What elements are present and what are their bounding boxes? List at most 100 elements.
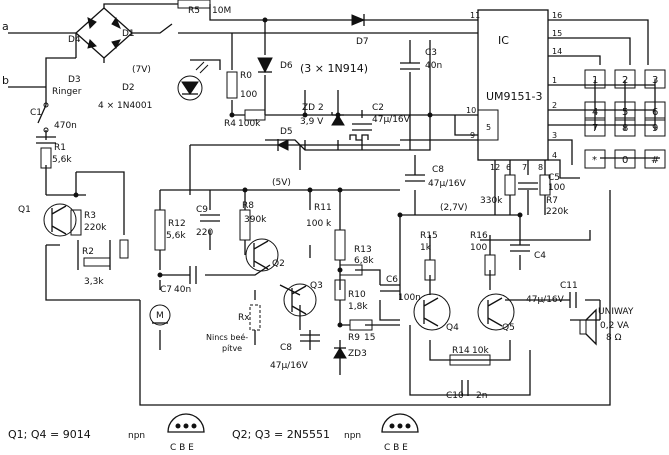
rx-label: Rx: [238, 313, 250, 323]
r13-label: R13: [354, 245, 372, 255]
r9-value: 15: [364, 333, 375, 343]
ringer-switch: [37, 102, 49, 133]
d6-diode: [257, 57, 273, 74]
mic-label: M: [156, 311, 164, 321]
r16-label: R16: [470, 231, 488, 241]
key-hash: #: [651, 155, 659, 166]
c8-lower-label: C8: [280, 343, 292, 353]
mute-note-1: Nincs beé-: [206, 332, 248, 342]
ic-pin-12: 12: [490, 163, 500, 172]
ic-pin-10: 10: [466, 106, 476, 115]
zd2-value: 3,9 V: [300, 117, 324, 127]
key-1: 1: [592, 75, 598, 86]
q5-label: Q5: [502, 323, 515, 333]
c7-label: C7: [160, 285, 172, 295]
ic-pin-3: 3: [552, 131, 557, 140]
c9-capacitor: [200, 214, 220, 222]
r0-label: R0: [240, 71, 252, 81]
c5-label: C5: [548, 173, 560, 183]
footer-npn-1: npn: [128, 431, 145, 441]
q5-transistor: [477, 293, 515, 331]
ic-pin-16: 16: [552, 11, 562, 20]
r11-body: [334, 229, 346, 261]
rx-body: [249, 304, 261, 331]
ic-pin-5: 5: [486, 123, 491, 132]
key-star: *: [592, 155, 597, 166]
r9-body: [349, 319, 373, 331]
led-indicator: [177, 61, 209, 101]
ringer-label: Ringer: [52, 87, 82, 97]
r15-body: [424, 259, 436, 281]
c4-label: C4: [534, 251, 546, 261]
ic-pin-1: 1: [552, 76, 557, 85]
key-0: 0: [622, 155, 628, 166]
r9-label: R9: [348, 333, 360, 343]
ic-pin-15: 15: [552, 29, 562, 38]
d6-type: (3 × 1N914): [300, 62, 368, 75]
keypad-grid: [584, 69, 666, 169]
d4-label: D4: [68, 35, 81, 45]
footer-npn-2: npn: [344, 431, 361, 441]
footer-q2-q3: Q2; Q3 = 2N5551: [232, 428, 330, 441]
c7-value: 40n: [174, 285, 191, 295]
key-8: 8: [622, 123, 628, 134]
d7-diode: [351, 14, 366, 26]
ic-pin-11: 11: [470, 11, 480, 20]
c8-upper-capacitor: [405, 174, 425, 182]
key-9: 9: [652, 123, 658, 134]
c6-label: C6: [386, 275, 398, 285]
r3-value: 220k: [84, 223, 107, 233]
c3-label: C3: [425, 48, 437, 58]
c8-upper-value: 47µ/16V: [428, 179, 467, 189]
q4-transistor: [413, 293, 451, 331]
d5-label: D5: [280, 127, 293, 137]
c11-capacitor: [569, 292, 577, 308]
q3-transistor: [283, 283, 317, 317]
r330k-body: [504, 174, 516, 196]
microphone: [149, 304, 171, 326]
speaker-brand: UNIWAY: [598, 307, 634, 317]
r10-label: R10: [348, 290, 366, 300]
pulse-signal: [349, 134, 369, 141]
ic-pin-9: 9: [470, 131, 475, 140]
bridge-voltage: (7V): [132, 65, 151, 75]
speaker-impedance: 8 Ω: [606, 333, 622, 343]
r0-value: 100: [240, 90, 257, 100]
r1-label: R1: [54, 143, 66, 153]
r15-value: 1k: [420, 243, 432, 253]
r5-body: [177, 0, 211, 9]
r1-body: [40, 147, 52, 169]
r3-label: R3: [84, 211, 96, 221]
footer-pins-1: C B E: [170, 443, 194, 453]
c8-lower-capacitor: [300, 334, 320, 342]
ic-pin5-box: [477, 109, 499, 141]
ic-label: IC: [498, 34, 509, 47]
ic-um9151: [477, 9, 549, 161]
key-4: 4: [592, 107, 598, 118]
r12-body: [154, 209, 166, 251]
r0-body: [226, 71, 238, 99]
ic-pin-8: 8: [538, 163, 543, 172]
r15-label: R15: [420, 231, 438, 241]
c5-capacitor: [518, 182, 538, 190]
r11-label: R11: [314, 203, 332, 213]
mute-note-2: pítve: [222, 344, 242, 353]
d5-diode: [276, 139, 289, 151]
c4-capacitor: [510, 244, 530, 252]
r5-label: R5: [188, 6, 200, 16]
c11-label: C11: [560, 281, 578, 291]
r7-value: 220k: [546, 207, 569, 217]
key-5: 5: [622, 107, 628, 118]
key-6: 6: [652, 107, 658, 118]
c9-label: C9: [196, 205, 208, 215]
v27-label: (2,7V): [440, 203, 468, 213]
c10-capacitor: [461, 380, 469, 396]
r16-body: [484, 254, 496, 276]
c7-capacitor: [189, 266, 197, 284]
ic-pin-6: 6: [506, 163, 511, 172]
r12-value: 5,6k: [166, 231, 186, 241]
r7-label: R7: [546, 196, 558, 206]
r14-value: 10k: [472, 346, 489, 356]
c5-value: 100: [548, 183, 565, 193]
